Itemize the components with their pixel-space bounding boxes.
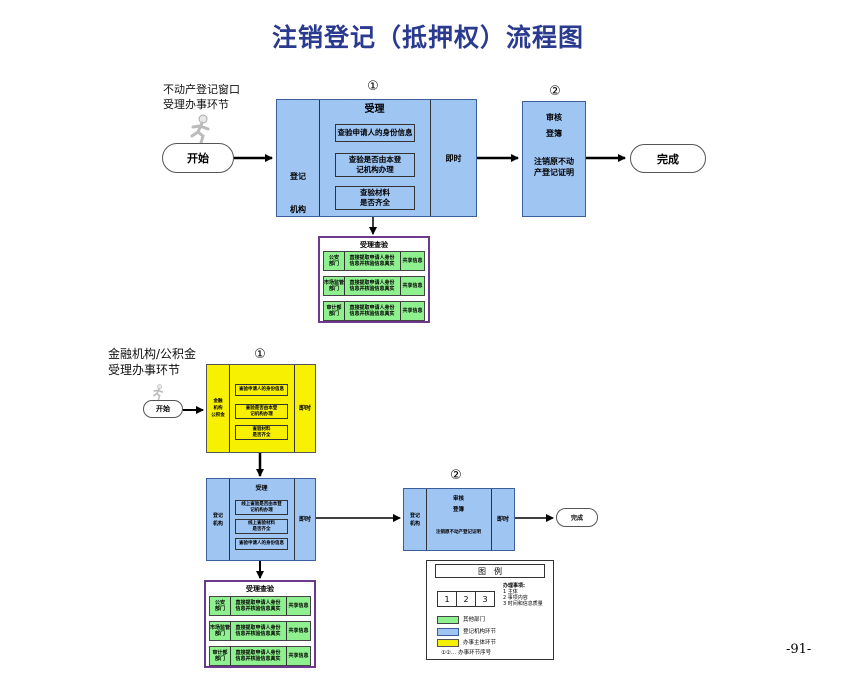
review-label: 审核 (546, 113, 562, 122)
legend-num: 1 (438, 592, 457, 606)
cancel-cert-label-2: 注销原不动产登记证明 (436, 529, 481, 535)
bank-task-jurisdiction: 查验是否由本登 记机构办理 (235, 404, 288, 419)
accept-title: 受理 (364, 104, 385, 115)
done-node-2[interactable]: 完成 (556, 508, 598, 527)
legend-num-box: 1 2 3 (437, 591, 495, 607)
step-marker-1-b: ① (254, 347, 266, 362)
share-dept: 审计部 部门 (326, 305, 342, 317)
share-info: 共享信息 (402, 282, 423, 289)
instant-2: 即时 (298, 516, 311, 523)
org-label-2: 登记 机构 (212, 512, 223, 527)
legend-swatch-yellow (437, 639, 459, 647)
bank-window-note: 金融机构/公积金 受理办事环节 (108, 346, 196, 378)
task2-jurisdiction: 线上查验是否由本登 记机构办理 (235, 500, 288, 515)
accept-block-2: 登记 机构 受理 线上查验是否由本登 记机构办理 线上查验材料 是否齐全 查验申… (206, 478, 316, 561)
bank-task-identity: 查验申请人的身份信息 (235, 384, 288, 396)
legend-num: 3 (482, 595, 488, 604)
share-check-table-2: 受理查验 公安 部门 直接提取申请人身份 信息并核验信息真实 共享信息 市场监管… (204, 580, 316, 668)
bank-accept-block: 金融 机构 公积金 查验申请人的身份信息 查验是否由本登 记机构办理 查验材料 … (206, 364, 316, 453)
share-row: 市场监管 部门 直接提取申请人身份 信息并核验信息真实 共享信息 (209, 621, 311, 641)
legend-order: ①②… 办事环节序号 (441, 650, 492, 656)
share-info: 共享信息 (402, 307, 423, 314)
review-label-2: 审核 (452, 495, 464, 502)
share-desc: 直接提取申请人身份 信息并核验信息真实 (235, 650, 281, 662)
bank-task-materials: 查验材料 是否齐全 (235, 425, 288, 440)
org-label: 登记 机构 (277, 149, 319, 237)
share-desc: 直接提取申请人身份 信息并核验信息真实 (349, 280, 395, 292)
task2-materials: 线上查验材料 是否齐全 (235, 519, 288, 534)
review-block: 审核 登簿 注销原不动 产登记证明 (522, 101, 586, 217)
share-info: 共享信息 (288, 627, 309, 634)
accept-title-2: 受理 (255, 484, 268, 492)
share-desc: 直接提取申请人身份 信息并核验信息真实 (349, 305, 395, 317)
step-marker-1: ① (367, 79, 379, 94)
share-dept: 市场监管 部门 (324, 280, 345, 292)
instant-label: 即时 (445, 154, 462, 163)
bank-label: 金融 机构 公积金 (211, 399, 225, 418)
task-check-identity: 查验申请人的身份信息 (335, 124, 415, 142)
start-node[interactable]: 开始 (162, 143, 234, 173)
legend-item: 3 时间和信息质量 (503, 601, 543, 607)
running-person-icon (186, 114, 214, 145)
share-info: 共享信息 (402, 257, 423, 264)
share-dept: 市场监管 部门 (210, 625, 231, 637)
start-node-2[interactable]: 开始 (143, 400, 183, 418)
org-label-3: 登记 机构 (409, 512, 420, 527)
task2-identity: 查验申请人的身份信息 (235, 538, 288, 550)
accept-block: 登记 机构 受理 查验申请人的身份信息 查验是否由本登 记机构办理 查验材料 是… (276, 99, 477, 217)
legend-item: 1 主体 (503, 589, 518, 595)
legend-other-dept: 其他部门 (463, 617, 486, 623)
share-row: 公安 部门 直接提取申请人身份 信息并核验信息真实 共享信息 (209, 596, 311, 616)
share-info: 共享信息 (288, 602, 309, 609)
share-check-table: 受理查验 公安 部门 直接提取申请人身份 信息并核验信息真实 共享信息 市场监管… (318, 236, 430, 323)
register-label: 登簿 (546, 129, 562, 138)
org-label-l1: 登记 (290, 172, 306, 181)
review-block-2: 登记 机构 审核 登簿 注销原不动产登记证明 即时 (403, 488, 515, 551)
legend-item: 2 事项内容 (503, 595, 528, 601)
task-check-materials: 查验材料 是否齐全 (335, 186, 415, 210)
share-dept: 公安 部门 (214, 600, 225, 612)
legend-items: 办理事项: 1 主体 2 事项内容 3 时间和信息质量 (503, 583, 543, 607)
legend-heading: 办理事项: (503, 583, 525, 589)
instant-3: 即时 (496, 516, 509, 523)
step-marker-2: ② (549, 84, 561, 99)
window-note: 不动产登记窗口 受理办事环节 (163, 82, 240, 112)
window-note-line1: 不动产登记窗口 (163, 83, 240, 96)
share-dept: 审计部 部门 (212, 650, 228, 662)
share-title: 受理查验 (360, 241, 388, 249)
cancel-cert-label: 注销原不动 产登记证明 (534, 157, 574, 177)
share-dept: 公安 部门 (328, 255, 339, 267)
bank-instant: 即时 (298, 405, 311, 412)
legend-reg-org: 登记机构环节 (463, 629, 497, 635)
running-person-icon (150, 384, 166, 401)
page-title: 注销登记（抵押权）流程图 (271, 23, 584, 52)
legend-title: 图 例 (435, 564, 545, 578)
legend-num: 2 (457, 592, 476, 606)
share-desc: 直接提取申请人身份 信息并核验信息真实 (349, 255, 395, 267)
legend-main-body: 办事主体环节 (463, 640, 497, 646)
org-label-l2: 机构 (290, 205, 306, 214)
bank-note-line1: 金融机构/公积金 (108, 347, 197, 361)
register-label-2: 登簿 (452, 506, 464, 513)
share-info: 共享信息 (288, 652, 309, 659)
share-row: 审计部 部门 直接提取申请人身份 信息并核验信息真实 共享信息 (323, 301, 425, 321)
share-desc: 直接提取申请人身份 信息并核验信息真实 (235, 600, 281, 612)
window-note-line2: 受理办事环节 (163, 98, 229, 111)
bank-note-line2: 受理办事环节 (108, 363, 181, 377)
page-number: -91- (786, 642, 812, 657)
legend-swatch-green (437, 616, 459, 624)
task-check-jurisdiction: 查验是否由本登 记机构办理 (335, 153, 415, 177)
share-row: 市场监管 部门 直接提取申请人身份 信息并核验信息真实 共享信息 (323, 276, 425, 296)
done-node[interactable]: 完成 (630, 144, 706, 173)
legend-box: 图 例 1 2 3 办理事项: 1 主体 2 事项内容 3 时间和信息质量 其他… (426, 560, 554, 660)
share-row: 审计部 部门 直接提取申请人身份 信息并核验信息真实 共享信息 (209, 646, 311, 666)
step-marker-2-b: ② (450, 468, 462, 483)
legend-swatch-blue (437, 628, 459, 636)
share-title-2: 受理查验 (246, 585, 274, 593)
share-desc: 直接提取申请人身份 信息并核验信息真实 (235, 625, 281, 637)
share-row: 公安 部门 直接提取申请人身份 信息并核验信息真实 共享信息 (323, 251, 425, 271)
